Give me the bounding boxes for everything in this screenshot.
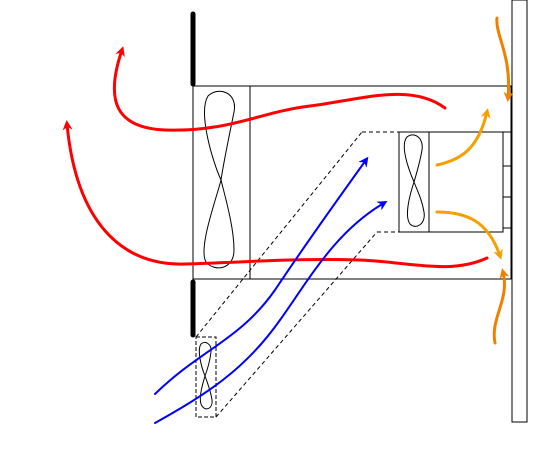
duct-dashed-top (195, 131, 363, 338)
hot-airflow-lower-arrow (62, 120, 489, 269)
warm-airflow-upper-arrow (435, 108, 491, 167)
main-housing (192, 85, 512, 280)
inner-fan-module (398, 131, 504, 233)
hot-airflow-upper-arrow (112, 46, 447, 132)
large-fan-icon (203, 90, 235, 269)
cool-intake-lower-arrow (154, 200, 388, 424)
warm-airflow-lower-arrow (435, 210, 503, 260)
exhaust-bottom-arrow (492, 268, 510, 345)
right-panel-outer (511, 0, 528, 423)
cool-intake-upper-arrow (154, 156, 369, 395)
external-fan-box (195, 336, 217, 418)
duct-dashed-bottom (215, 231, 378, 418)
medium-fan-icon (403, 134, 425, 227)
exhaust-top-arrow (495, 16, 514, 102)
